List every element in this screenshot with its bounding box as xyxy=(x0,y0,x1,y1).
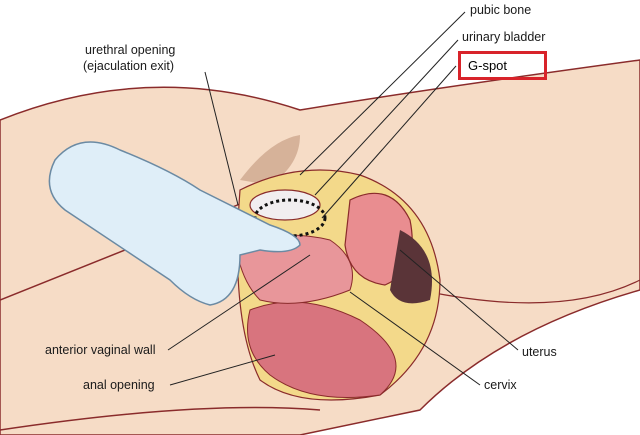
urinary-bladder xyxy=(249,189,321,221)
rectum xyxy=(247,301,397,398)
label-uterus: uterus xyxy=(522,345,557,359)
g-spot-highlight-box: G-spot xyxy=(458,51,547,80)
label-ejaculation-exit: (ejaculation exit) xyxy=(83,59,175,73)
label-pubic-bone: pubic bone xyxy=(470,3,532,17)
leader-lines xyxy=(167,11,519,386)
thigh-lower xyxy=(0,406,321,431)
label-anterior-vaginal-wall: anterior vaginal wall xyxy=(45,343,156,357)
posterior-fornix xyxy=(390,230,432,304)
pubic-hair xyxy=(240,135,300,185)
label-urethral-opening: urethral opening xyxy=(85,43,176,57)
label-urinary-bladder: urinary bladder xyxy=(462,30,546,44)
gloved-hand xyxy=(48,141,301,306)
label-anal-opening: anal opening xyxy=(83,378,155,392)
label-cervix: cervix xyxy=(484,378,517,392)
label-g-spot: G-spot xyxy=(468,58,508,73)
